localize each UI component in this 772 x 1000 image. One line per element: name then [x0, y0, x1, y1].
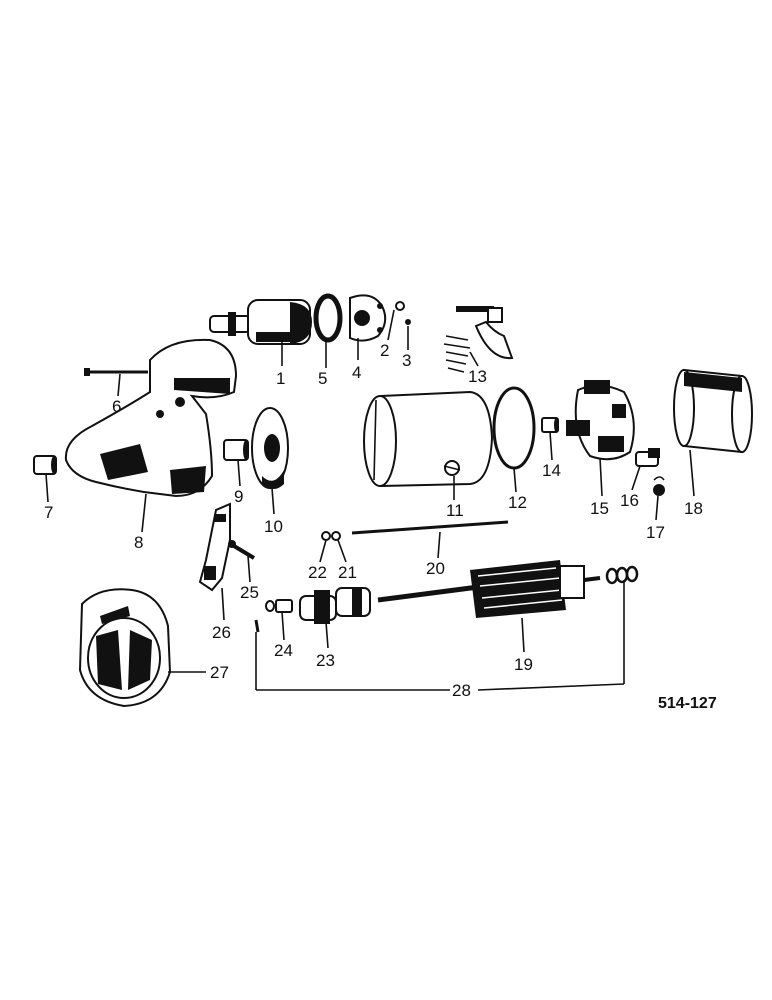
washer-part: [321, 531, 331, 541]
housing-bushing-part: [223, 439, 249, 461]
callout-22: 22: [308, 563, 327, 582]
callout-4: 4: [352, 363, 361, 382]
shift-lever-part: [198, 502, 231, 592]
screw-part: [405, 319, 411, 325]
retainer-ring-part: [331, 531, 341, 541]
callout-1: 1: [276, 369, 285, 388]
callout-15: 15: [590, 499, 609, 518]
field-frame-part: [363, 390, 494, 487]
callout-26: 26: [212, 623, 231, 642]
brush-holder-part: [566, 380, 635, 461]
through-bolt-part: [84, 368, 148, 376]
diagram-reference-number: 514-127: [658, 695, 717, 712]
callout-5: 5: [318, 369, 327, 388]
seal-ring-part: [313, 293, 343, 343]
callout-25: 25: [240, 583, 259, 602]
callout-28: 28: [452, 681, 471, 700]
callout-labels: 1 2 3 4 5 6 7 8 9 10 11 12 13 14 15 16 1…: [44, 341, 703, 700]
callout-10: 10: [264, 517, 283, 536]
callout-3: 3: [402, 351, 411, 370]
field-coil-part: [78, 588, 172, 708]
callout-12: 12: [508, 493, 527, 512]
armature-part: [377, 560, 601, 618]
drive-housing-part: [64, 338, 238, 498]
callout-14: 14: [542, 461, 561, 480]
o-ring-part: [492, 386, 536, 470]
shift-rod-part: [351, 520, 509, 535]
brush-spring-small-part: [653, 476, 665, 496]
callout-7: 7: [44, 503, 53, 522]
callout-27: 27: [210, 663, 229, 682]
intermediate-plate-part: [251, 407, 289, 489]
callout-20: 20: [426, 559, 445, 578]
solenoid-part: [209, 299, 312, 345]
bushing-part: [33, 455, 57, 475]
callout-24: 24: [274, 641, 293, 660]
callout-16: 16: [620, 491, 639, 510]
band-cover-part: [673, 368, 753, 454]
callout-18: 18: [684, 499, 703, 518]
callout-8: 8: [134, 533, 143, 552]
nut-part: [395, 301, 405, 311]
solenoid-cover-part: [349, 294, 387, 342]
commutator-bushing-part: [541, 417, 559, 433]
thrust-washers-part: [254, 565, 639, 633]
callout-9: 9: [234, 487, 243, 506]
callout-11: 11: [446, 501, 464, 520]
stop-collar-part: [265, 599, 293, 613]
brush-spring-part: [443, 306, 514, 373]
callout-19: 19: [514, 655, 533, 674]
leader-lines: [45, 309, 695, 691]
callout-6: 6: [112, 397, 121, 416]
brush-part: [635, 448, 660, 467]
pinion-drive-part: [299, 587, 371, 624]
callout-13: 13: [468, 367, 487, 386]
pivot-bolt-part: [228, 540, 256, 560]
callout-23: 23: [316, 651, 335, 670]
callout-17: 17: [646, 523, 665, 542]
callout-2: 2: [380, 341, 389, 360]
callout-21: 21: [338, 563, 357, 582]
